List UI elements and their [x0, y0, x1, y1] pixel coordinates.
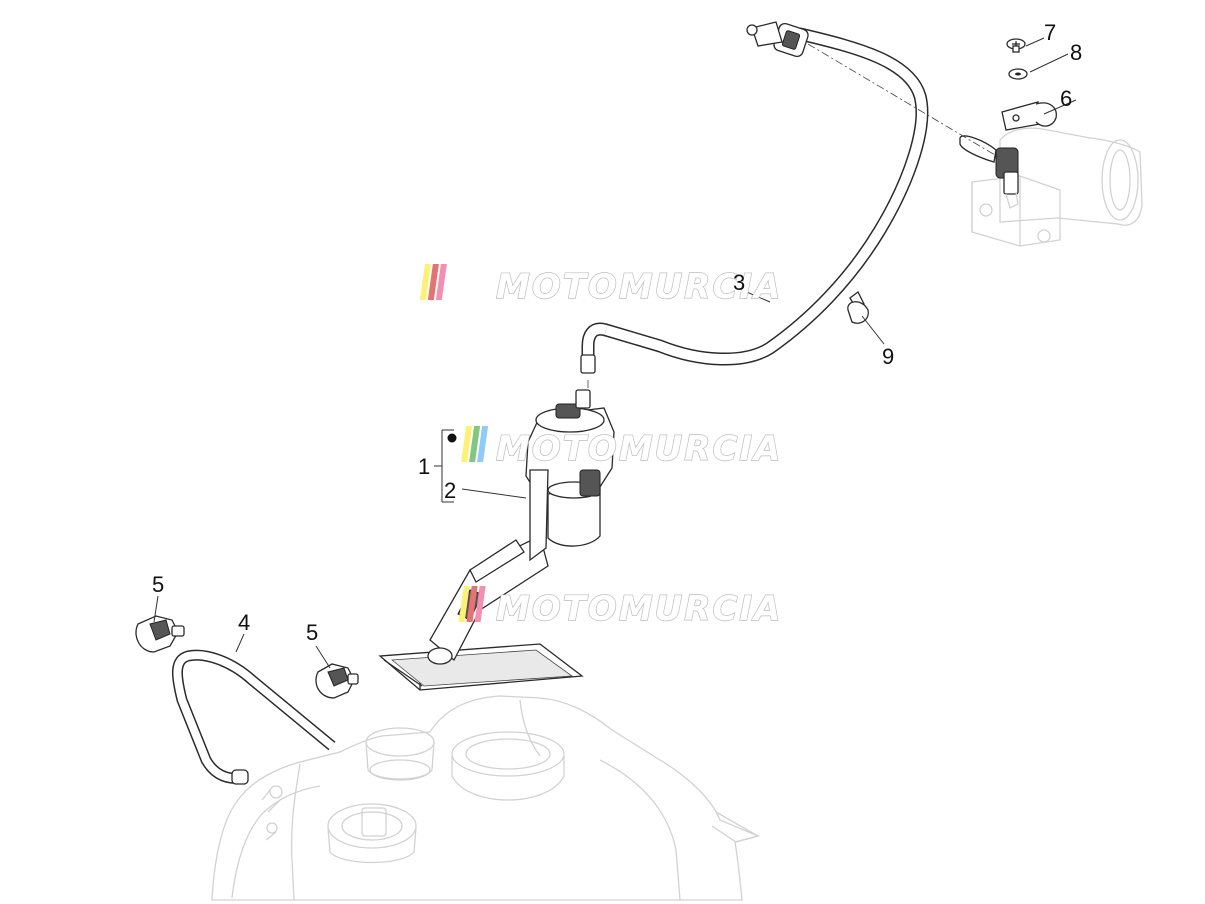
callout-6: 6: [1060, 86, 1072, 111]
hose-clamp-5a: [135, 615, 185, 653]
callout-8: 8: [1070, 40, 1082, 65]
callout-1: 1: [418, 454, 430, 479]
leader-lines: [153, 37, 1077, 669]
hose-clamp-5b: [315, 663, 359, 699]
callout-7: 7: [1044, 20, 1056, 45]
washer-8: [1008, 68, 1028, 80]
watermark-text-2: MOTOMURCIA: [496, 429, 782, 469]
fuel-hose-3: [580, 21, 1001, 400]
watermark-3: MOTOMURCIA: [458, 586, 782, 630]
watermark-text-1: MOTOMURCIA: [496, 267, 782, 307]
callout-3: 3: [733, 270, 745, 295]
assembly-bullet: [447, 433, 457, 443]
callout-2: 2: [444, 478, 456, 503]
fuel-pump-assembly: [378, 389, 615, 691]
fuel-tank-ghost: [211, 695, 761, 901]
watermark-2: MOTOMURCIA: [461, 426, 782, 470]
watermark-1: MOTOMURCIA: [419, 264, 782, 308]
screw-7: [1006, 38, 1026, 53]
callout-labels: 7 8 6 3 9 1 2 5 4 5: [152, 20, 1082, 645]
hose-clip-6: [1001, 101, 1057, 131]
breather-hose-4: [172, 649, 336, 785]
callout-9: 9: [882, 344, 894, 369]
callout-4: 4: [238, 610, 250, 635]
callout-5b: 5: [306, 620, 318, 645]
watermark-text-3: MOTOMURCIA: [496, 589, 782, 629]
clip-9: [847, 291, 869, 324]
throttle-body-ghost: [959, 127, 1143, 247]
callout-5a: 5: [152, 572, 164, 597]
